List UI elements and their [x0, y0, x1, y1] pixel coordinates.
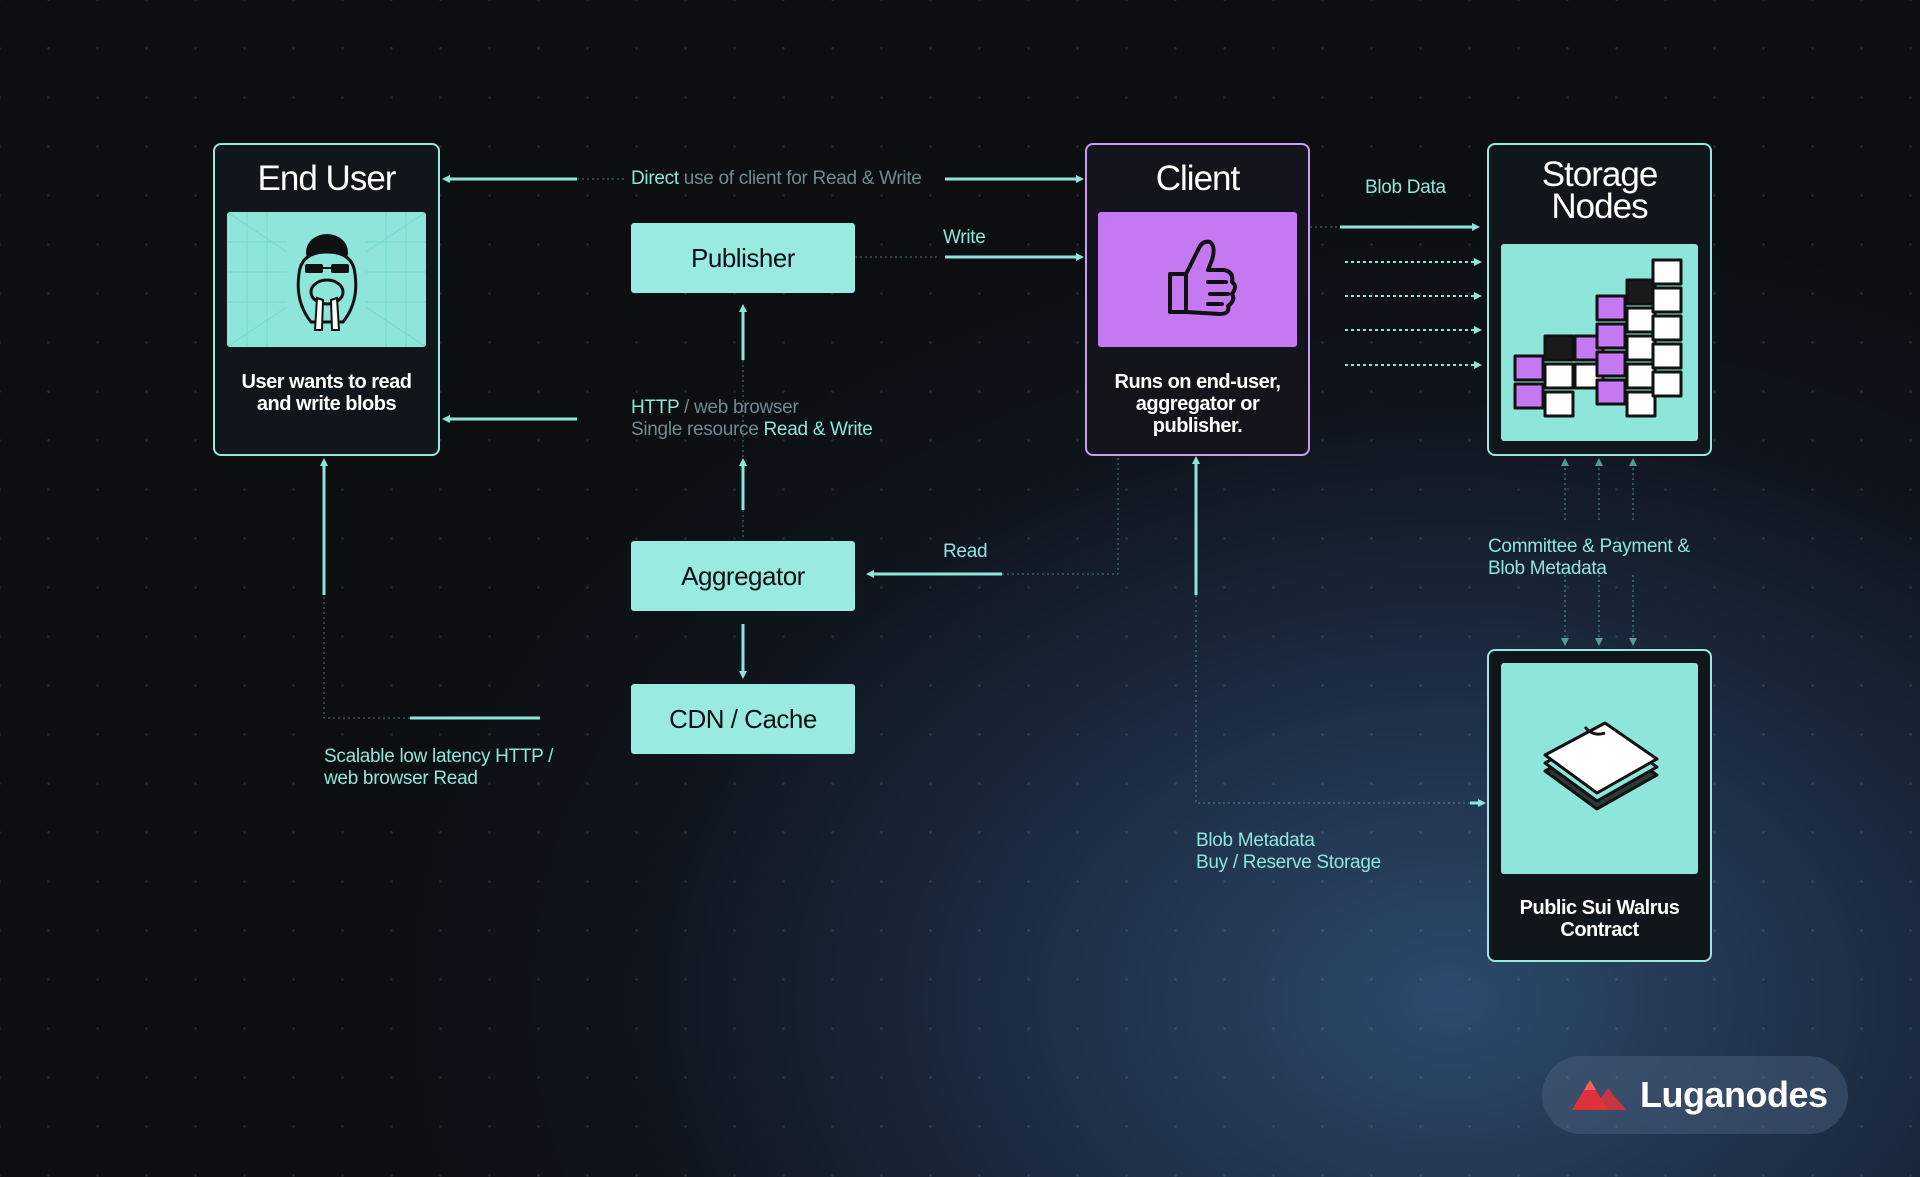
write-label: Write: [943, 227, 986, 248]
http-label: HTTP / web browser: [631, 397, 799, 419]
committee-label-line2: Blob Metadata: [1488, 558, 1607, 579]
end-user-card[interactable]: End User User wants to read and write bl…: [213, 143, 440, 456]
storage-cubes-icon: [1501, 244, 1698, 441]
blob-data-label: Blob Data: [1365, 177, 1446, 198]
committee-label: Committee & Payment & Blob Metadata: [1488, 536, 1690, 580]
luganodes-logo-icon: [1572, 1080, 1626, 1110]
read-label: Read: [943, 541, 988, 562]
cdn-cache-node[interactable]: CDN / Cache: [631, 684, 855, 754]
walrus-icon: [227, 212, 426, 347]
scalable-label-line2: web browser Read: [324, 768, 478, 789]
end-user-description: User wants to read and write blobs: [241, 371, 412, 415]
direct-use-label: Direct use of client for Read & Write: [631, 168, 922, 190]
scalable-label-line1: Scalable low latency HTTP /: [324, 746, 554, 767]
direct-use-label-a: Direct: [631, 168, 679, 189]
client-description: Runs on end-user, aggregator or publishe…: [1114, 371, 1281, 437]
storage-nodes-title-line1: Storage: [1541, 155, 1659, 194]
single-resource-label: Single resource Read & Write: [631, 419, 873, 441]
direct-use-label-b: use of client for Read & Write: [678, 168, 922, 189]
client-card[interactable]: Client Runs on end-user, aggregator or p…: [1085, 143, 1310, 456]
single-resource-label-b: Read & Write: [763, 419, 873, 440]
blob-metadata-label-line2: Buy / Reserve Storage: [1196, 852, 1381, 873]
aggregator-node[interactable]: Aggregator: [631, 541, 855, 611]
blob-metadata-label-line1: Blob Metadata: [1196, 830, 1315, 851]
publisher-node[interactable]: Publisher: [631, 223, 855, 293]
document-stack-icon: [1501, 663, 1698, 874]
storage-nodes-card[interactable]: Storage Nodes: [1487, 143, 1712, 456]
contract-description: Public Sui Walrus Contract: [1519, 897, 1680, 941]
http-label-a: HTTP: [631, 397, 680, 418]
brand-name: Luganodes: [1640, 1074, 1828, 1115]
scalable-label: Scalable low latency HTTP / web browser …: [324, 746, 553, 790]
storage-nodes-title: Storage Nodes: [1489, 155, 1710, 226]
committee-label-line1: Committee & Payment &: [1488, 536, 1690, 557]
contract-card[interactable]: Public Sui Walrus Contract: [1487, 649, 1712, 962]
blob-metadata-label: Blob Metadata Buy / Reserve Storage: [1196, 830, 1381, 874]
single-resource-label-a: Single resource: [631, 419, 764, 440]
client-title: Client: [1155, 159, 1240, 198]
http-label-b: / web browser: [679, 397, 799, 418]
storage-nodes-title-line2: Nodes: [1551, 187, 1648, 226]
thumbs-up-icon: [1098, 212, 1297, 347]
end-user-title: End User: [257, 159, 397, 198]
